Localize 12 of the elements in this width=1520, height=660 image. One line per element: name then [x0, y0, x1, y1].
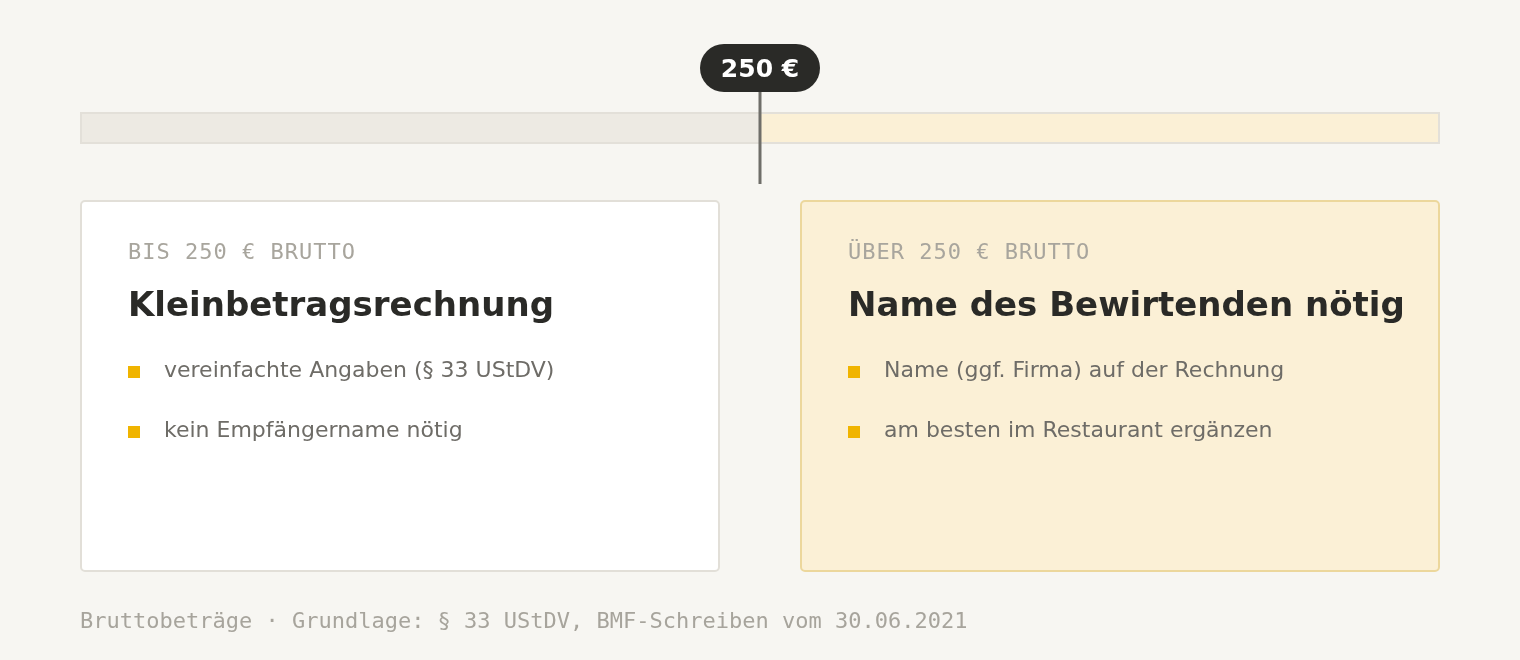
- info-card: [800, 200, 1440, 572]
- info-card: [80, 200, 720, 572]
- bullet-text: Name (ggf. Firma) auf der Rechnung: [884, 356, 1285, 384]
- bullet-text: am besten im Restaurant ergänzen: [884, 416, 1273, 444]
- range-label: ÜBER 250 € BRUTTO: [848, 239, 1091, 265]
- card-title: Kleinbetragsrechnung: [128, 284, 554, 324]
- card-title: Name des Bewirtenden nötig: [848, 284, 1405, 324]
- range-label: BIS 250 € BRUTTO: [128, 239, 356, 265]
- bullet-text: kein Empfängername nötig: [164, 416, 463, 444]
- bullet-text: vereinfachte Angaben (§ 33 UStDV): [164, 356, 555, 384]
- threshold-value-badge: 250 €: [700, 44, 820, 92]
- source-note: Bruttobeträge · Grundlage: § 33 UStDV, BMF-Schreiben vom 30.06.2021: [80, 608, 968, 634]
